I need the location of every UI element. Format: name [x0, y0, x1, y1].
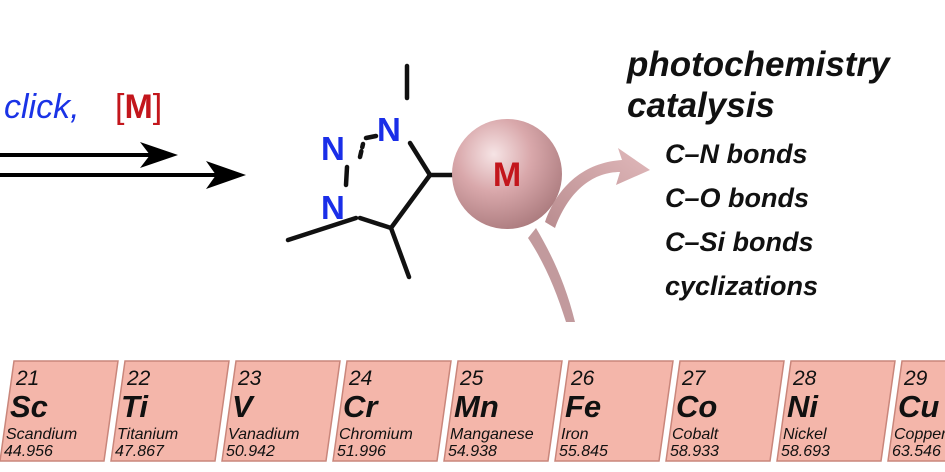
atom-n2: N: [321, 130, 345, 167]
element-number: 29: [903, 367, 928, 390]
element-mass: 54.938: [448, 443, 497, 460]
nn-bond-left: [343, 164, 350, 188]
element-tile-background: [776, 360, 896, 462]
nn-dashed-bond: [357, 141, 366, 160]
element-name: Manganese: [450, 426, 534, 443]
application-item: C–O bonds: [665, 183, 809, 213]
metal-bracket-open: [: [115, 88, 125, 126]
element-number: 21: [15, 367, 39, 390]
element-name: Titanium: [117, 426, 178, 443]
metal-reagent-label: [M]: [115, 88, 162, 126]
application-title-2: catalysis: [627, 86, 775, 125]
methyl-bond-left: [285, 215, 359, 243]
element-name: Iron: [561, 426, 589, 443]
element-number: 22: [126, 367, 151, 390]
element-mass: 58.933: [670, 443, 719, 460]
element-name: Chromium: [339, 426, 413, 443]
lower-curved-arrow: [528, 228, 575, 322]
element-name: Copper: [894, 426, 945, 443]
ring-bond-right-upper: [407, 140, 433, 178]
element-tile-background: [554, 360, 674, 462]
periodic-table-strip: 21ScScandium44.95622TiTitanium47.86723VV…: [0, 360, 945, 462]
application-title-1: photochemistry: [626, 45, 891, 84]
element-mass: 55.845: [559, 443, 608, 460]
application-item: C–N bonds: [665, 139, 808, 169]
upper-curved-arrow: [545, 148, 650, 228]
element-tile-background: [665, 360, 785, 462]
element-symbol: Co: [676, 389, 717, 424]
click-label: click,: [4, 88, 80, 126]
element-mass: 44.956: [4, 443, 53, 460]
element-symbol: Ni: [787, 389, 819, 424]
element-symbol: Mn: [454, 389, 499, 424]
element-mass: 63.546: [892, 443, 941, 460]
element-number: 23: [237, 367, 262, 390]
applications-list: photochemistry catalysis C–N bonds C–O b…: [626, 45, 891, 301]
element-number: 24: [348, 367, 372, 390]
element-mass: 51.996: [337, 443, 386, 460]
atom-n1: N: [377, 111, 401, 148]
metal-sphere-label: M: [493, 156, 521, 194]
nn-bond-top: [363, 133, 379, 141]
element-tile-background: [110, 360, 230, 462]
element-number: 27: [681, 367, 707, 390]
metal-bracket-close: ]: [153, 88, 162, 126]
element-name: Vanadium: [228, 426, 299, 443]
application-item: C–Si bonds: [665, 227, 814, 257]
ring-bond-bottom: [357, 215, 394, 231]
triazole-atoms: N N N: [321, 111, 401, 226]
element-mass: 47.867: [115, 443, 165, 460]
element-symbol: Cu: [898, 389, 939, 424]
element-name: Cobalt: [672, 426, 719, 443]
element-name: Nickel: [783, 426, 827, 443]
element-mass: 58.693: [781, 443, 830, 460]
element-tile-background: [221, 360, 341, 462]
element-tile-background: [443, 360, 563, 462]
reaction-arrow: [0, 142, 246, 189]
element-tile-background: [887, 360, 945, 462]
element-symbol: Fe: [565, 389, 601, 424]
element-mass: 50.942: [226, 443, 275, 460]
element-number: 25: [459, 367, 484, 390]
metal-sphere: M: [452, 119, 562, 229]
element-symbol: Sc: [10, 389, 48, 424]
element-symbol: Cr: [343, 389, 379, 424]
element-name: Scandium: [6, 426, 77, 443]
ring-bond-right-lower: [388, 172, 433, 231]
methyl-bond-bottom: [388, 225, 412, 280]
metal-reagent-symbol: M: [124, 88, 152, 126]
application-item: cyclizations: [665, 271, 818, 301]
element-tile-background: [0, 360, 119, 462]
element-symbol: Ti: [121, 389, 149, 424]
element-number: 26: [570, 367, 595, 390]
element-symbol: V: [232, 389, 255, 424]
application-arrows: [528, 148, 650, 322]
triazole-ring: [285, 63, 461, 280]
element-tile-background: [332, 360, 452, 462]
atom-n3: N: [321, 189, 345, 226]
element-number: 28: [792, 367, 817, 390]
